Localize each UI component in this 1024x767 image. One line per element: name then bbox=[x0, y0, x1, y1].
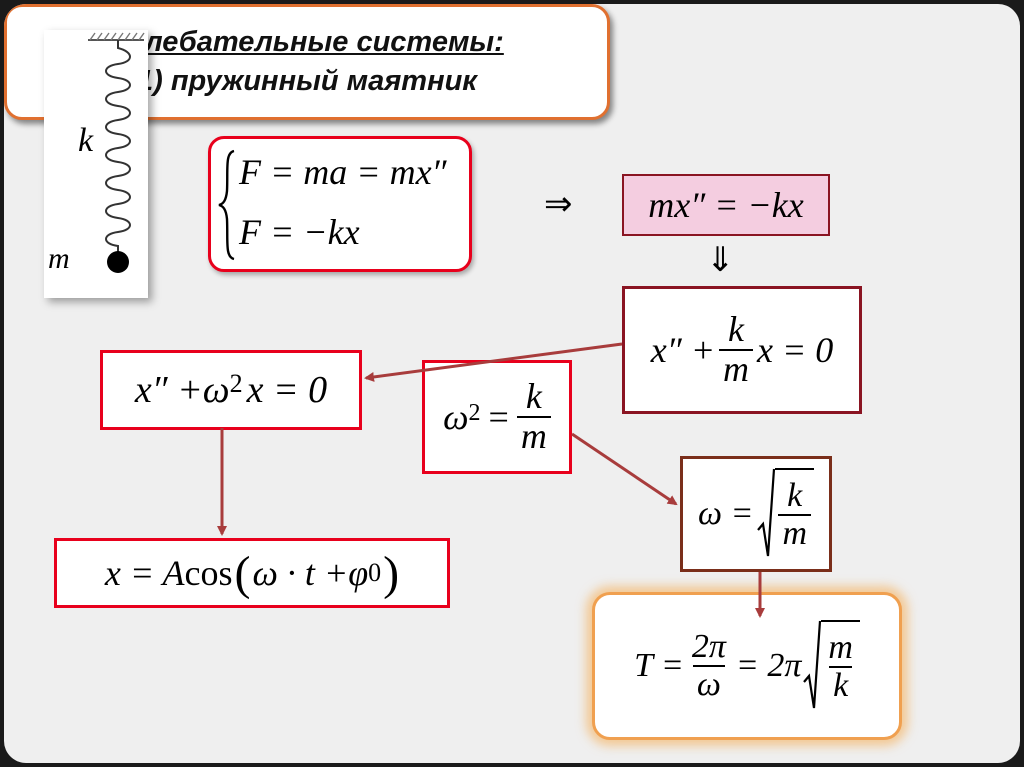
angular-frequency-box: ω = k m bbox=[680, 456, 832, 572]
spring-pendulum-figure: k m bbox=[44, 30, 148, 298]
fraction-denominator: m bbox=[516, 416, 551, 456]
square-exponent: 2 bbox=[229, 369, 243, 398]
k-over-m-fraction: k m bbox=[516, 376, 551, 456]
square-root: k m bbox=[757, 468, 814, 560]
fraction-numerator: m bbox=[828, 629, 853, 667]
period-middle: = 2π bbox=[735, 647, 802, 684]
title-line-1: Колебательные системы: bbox=[110, 25, 504, 58]
left-paren: ( bbox=[234, 546, 251, 600]
radicand: k m bbox=[775, 468, 814, 560]
fraction-numerator: 2π bbox=[691, 628, 726, 666]
phi-symbol: φ bbox=[348, 553, 369, 593]
right-paren: ) bbox=[383, 546, 400, 600]
hooke-law-rhs: = −kx bbox=[270, 212, 360, 252]
newton-system-box: F = ma = mx″ F = −kx bbox=[208, 136, 472, 272]
square-root: m k bbox=[803, 620, 860, 712]
harmonic-part-1: x″ + bbox=[134, 369, 203, 411]
m-over-k-fraction: m k bbox=[824, 630, 857, 703]
normalized-equation-box: x″ + k m x = 0 bbox=[622, 286, 862, 414]
radicand: m k bbox=[821, 620, 860, 712]
k-over-m-fraction: k m bbox=[718, 309, 753, 389]
normalized-lhs: x″ + bbox=[650, 330, 715, 370]
omega-equals: ω = bbox=[697, 495, 754, 532]
fraction-denominator: m bbox=[778, 514, 811, 552]
equals-sign: = bbox=[488, 397, 509, 437]
omega-symbol: ω bbox=[202, 369, 230, 411]
spring-stiffness-label: k bbox=[78, 122, 94, 159]
period-lhs: T = bbox=[634, 647, 684, 684]
cos-function: cos bbox=[184, 553, 233, 593]
newton-second-law-rhs: = ma = mx″ bbox=[270, 152, 447, 192]
radical-sign bbox=[757, 468, 776, 557]
square-exponent: 2 bbox=[468, 399, 481, 426]
fraction-denominator: k bbox=[829, 666, 853, 704]
phase-subscript: 0 bbox=[368, 558, 382, 587]
implies-right-arrow: ⇒ bbox=[544, 186, 573, 223]
system-brace bbox=[218, 149, 235, 261]
k-over-m-fraction: k m bbox=[778, 478, 811, 551]
two-pi-over-omega-fraction: 2π ω bbox=[688, 629, 730, 702]
fraction-numerator: k bbox=[727, 309, 744, 350]
equation-of-motion: mx″ = −kx bbox=[648, 185, 804, 225]
harmonic-part-2: x = 0 bbox=[246, 369, 328, 411]
fraction-denominator: ω bbox=[692, 665, 725, 703]
fraction-denominator: m bbox=[718, 349, 753, 389]
implies-down-arrow: ⇓ bbox=[706, 242, 735, 279]
system-row-1: F = ma = mx″ bbox=[239, 151, 447, 193]
fraction-numerator: k bbox=[787, 477, 803, 515]
title-line-2: 1) пружинный маятник bbox=[136, 65, 477, 97]
period-formula-box: T = 2π ω = 2π m k bbox=[592, 592, 902, 740]
equation-of-motion-box: mx″ = −kx bbox=[622, 174, 830, 236]
solution-part-1: x = A bbox=[104, 553, 185, 593]
omega-symbol: ω bbox=[443, 397, 469, 437]
solution-part-2: ω · t + bbox=[252, 553, 349, 593]
spring-drawing bbox=[88, 32, 145, 273]
arrow-to-angular-frequency bbox=[571, 432, 678, 506]
system-row-2: F = −kx bbox=[239, 211, 360, 253]
radical-sign bbox=[803, 620, 822, 709]
force-symbol: F bbox=[239, 212, 261, 252]
slide: k m Колебательные системы: 1) пружинный … bbox=[4, 4, 1020, 763]
mass-label: m bbox=[48, 242, 70, 275]
force-symbol: F bbox=[239, 152, 261, 192]
normalized-rhs: x = 0 bbox=[756, 330, 834, 370]
fraction-numerator: k bbox=[525, 376, 542, 417]
